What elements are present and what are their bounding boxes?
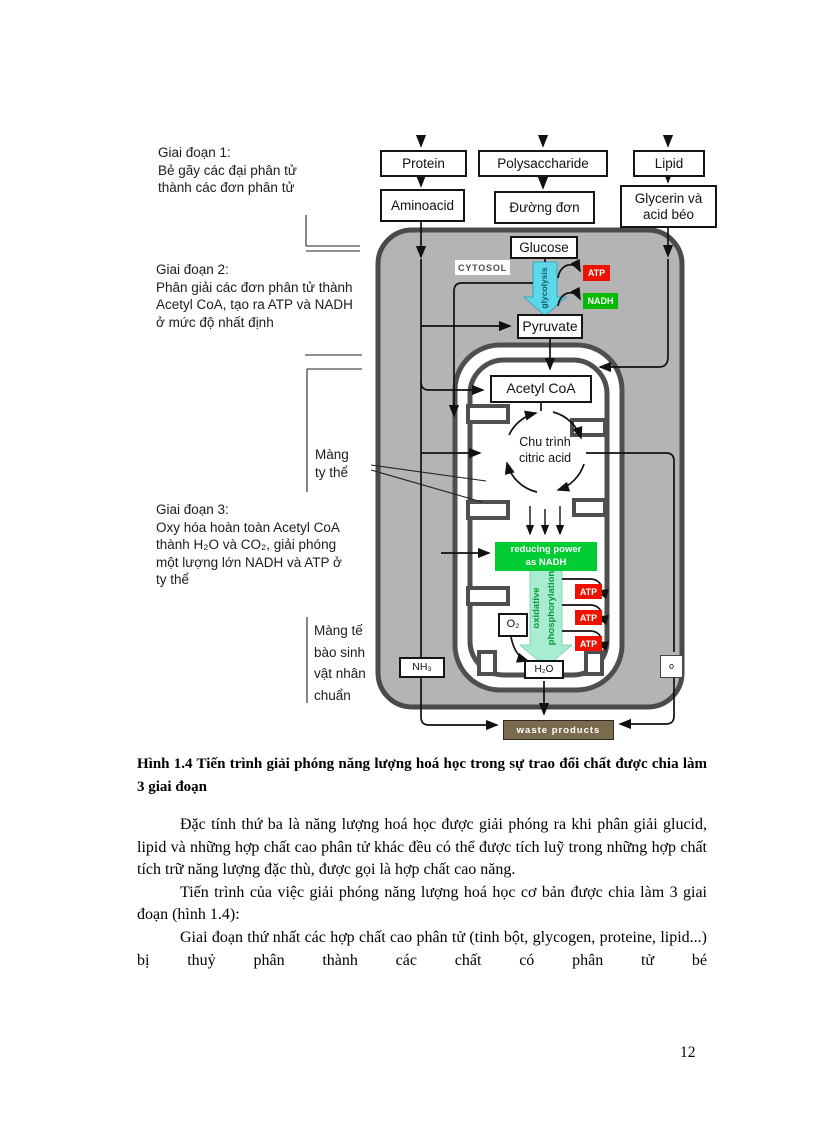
- atp-badge-glycolysis: ATP: [583, 265, 610, 281]
- pyruvate-box: Pyruvate: [517, 314, 583, 339]
- nh3-box: NH₃: [399, 657, 445, 678]
- body-text: Đặc tính thứ ba là năng lượng hoá học đư…: [137, 814, 707, 972]
- h2o-box: H₂O: [524, 660, 564, 679]
- atp-badge-1: ATP: [575, 584, 602, 599]
- figure-caption: Hình 1.4 Tiến trình giải phóng năng lượn…: [137, 756, 707, 795]
- o2-box: O₂: [498, 613, 528, 637]
- paragraph-1: Đặc tính thứ ba là năng lượng hoá học đư…: [137, 816, 707, 879]
- oxidative-label: oxidative: [531, 587, 542, 629]
- stage1-label: Giai đoạn 1: Bẻ gãy các đại phân tử thàn…: [158, 145, 297, 195]
- acetyl-coa-box: Acetyl CoA: [490, 375, 592, 403]
- cell-membrane-shape: [375, 227, 685, 710]
- paragraph-3: Giai đoạn thứ nhất các hợp chất cao phân…: [137, 928, 707, 969]
- mito-membrane-label: Màng ty thể: [315, 447, 349, 480]
- reducing-power-box: reducing power as NADH: [495, 542, 597, 571]
- cell-membrane-label: Màng tế bào sinh vật nhân chuẩn: [314, 623, 366, 703]
- cytosol-label: CYTOSOL: [454, 259, 511, 276]
- waste-products-box: waste products: [503, 720, 614, 740]
- simple-sugar-box: Đường đơn: [494, 191, 595, 224]
- page-number: 12: [680, 1044, 696, 1061]
- glucose-box: Glucose: [510, 236, 578, 259]
- polysaccharide-box: Polysaccharide: [478, 150, 608, 177]
- atp-badge-3: ATP: [575, 636, 602, 651]
- aminoacid-box: Aminoacid: [380, 189, 465, 222]
- atp-badge-2: ATP: [575, 610, 602, 625]
- stage2-label: Giai đoạn 2: Phân giải các đơn phân tử t…: [156, 262, 353, 330]
- co2-exit-box: o: [660, 655, 683, 678]
- glycerin-fattyacid-box: Glycerin và acid béo: [620, 185, 717, 228]
- stage3-label: Giai đoạn 3: Oxy hóa hoàn toàn Acetyl Co…: [156, 502, 342, 587]
- protein-box: Protein: [380, 150, 467, 177]
- nadh-badge: NADH: [583, 293, 618, 309]
- paragraph-2: Tiến trình của việc giải phóng năng lượn…: [137, 883, 707, 924]
- citric-acid-cycle-label: Chu trình citric acid: [518, 435, 572, 465]
- phosphorylation-label: phosphorylation: [546, 570, 557, 646]
- lipid-box: Lipid: [633, 150, 705, 177]
- glycolysis-label: glycolysis: [539, 267, 549, 309]
